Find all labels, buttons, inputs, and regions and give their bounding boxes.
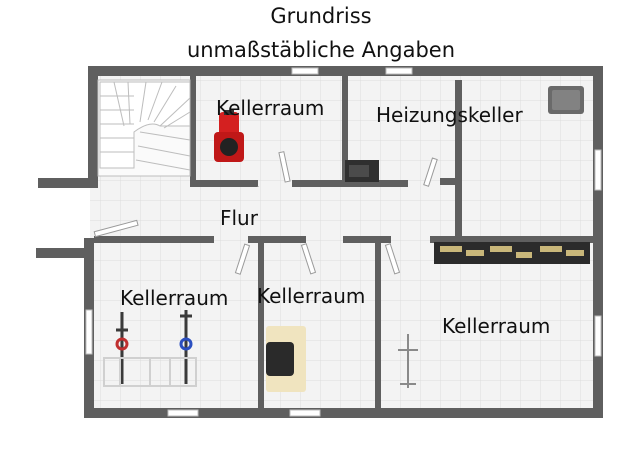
shelf-icon	[434, 242, 590, 264]
microwave-icon	[345, 160, 379, 182]
boiler-icon	[548, 86, 584, 114]
room-label-kellerraum-left: Kellerraum	[120, 286, 229, 310]
armchair-icon	[266, 326, 306, 392]
doors	[93, 151, 438, 275]
room-label-kellerraum-middle: Kellerraum	[257, 284, 366, 308]
drying-rack-icon	[398, 334, 418, 388]
windows	[85, 67, 602, 417]
bike-rack	[103, 357, 197, 387]
room-label-kellerraum-right: Kellerraum	[442, 314, 551, 338]
room-label-kellerraum-top: Kellerraum	[216, 96, 325, 120]
room-label-heizungskeller: Heizungskeller	[376, 103, 523, 127]
interior-walls	[94, 76, 598, 410]
room-label-flur: Flur	[220, 206, 258, 230]
lawnmower-icon	[214, 110, 244, 162]
page-subtitle: unmaßstäbliche Angaben	[186, 38, 456, 62]
page-title: Grundriss	[270, 4, 372, 28]
staircase-icon	[97, 79, 191, 177]
bicycle-icon	[115, 310, 193, 384]
